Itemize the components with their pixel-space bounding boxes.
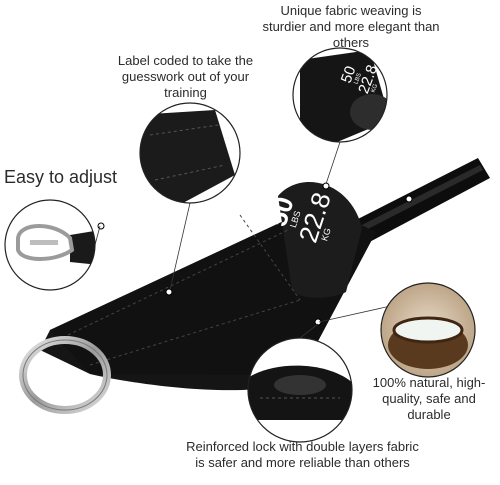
callout-adjust: Easy to adjust — [4, 167, 118, 187]
svg-text:KG: KG — [371, 83, 380, 94]
callout-lock: Reinforced lock with double layers fabri… — [186, 439, 419, 470]
callout-label: Label coded to take the guesswork out of… — [117, 53, 254, 100]
callout-weaving: Unique fabric weaving is sturdier and mo… — [262, 3, 440, 50]
zoom-circle-weaving: 50 LBS 22.8 KG — [292, 47, 388, 143]
handle-rod — [352, 158, 490, 246]
callout-natural: 100% natural, high-quality, safe and dur… — [372, 375, 486, 422]
svg-text:50: 50 — [338, 64, 360, 85]
svg-text:LBS: LBS — [354, 72, 364, 85]
zoom-circle-lock — [247, 337, 353, 443]
d-ring — [19, 336, 111, 414]
zoom-circle-carabiner — [4, 199, 96, 291]
callout-lines — [94, 141, 396, 339]
kg-unit: KG — [319, 227, 333, 242]
zoom-circle-bowl — [380, 282, 476, 378]
zoom-circle-label — [139, 102, 241, 204]
